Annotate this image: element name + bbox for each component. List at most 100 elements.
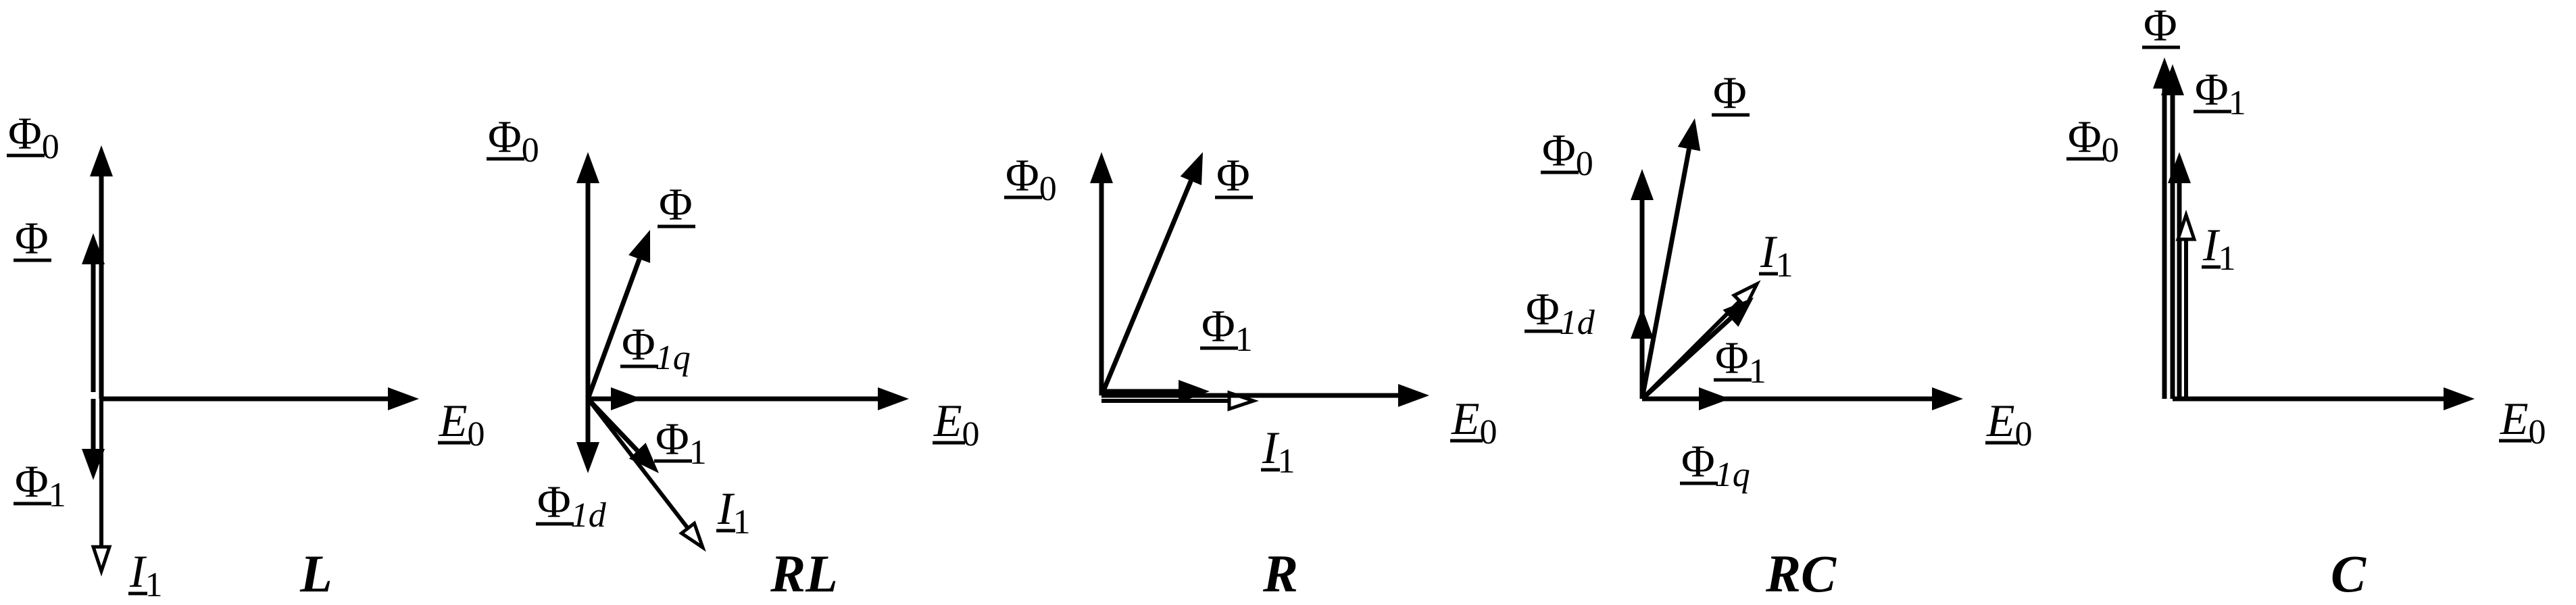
i1-vector-RL xyxy=(586,397,706,552)
svg-text:Φ: Φ xyxy=(659,178,693,230)
svg-text:Φ1d: Φ1d xyxy=(1526,283,1595,342)
label-e0-RL: E0 xyxy=(933,395,980,454)
label-phi0-RC-symbol: Φ xyxy=(1542,124,1576,176)
svg-text:Φ: Φ xyxy=(2144,0,2177,51)
label-phi0-R-symbol: Φ xyxy=(1006,149,1039,201)
svg-text:E0: E0 xyxy=(933,395,980,454)
svg-text:Φ: Φ xyxy=(1216,149,1250,201)
label-phi1q-RL: Φ1q xyxy=(620,318,691,377)
svg-text:I1: I1 xyxy=(2202,219,2236,278)
caption-C: C xyxy=(2331,544,2367,603)
label-i1-RL-subscript: 1 xyxy=(733,503,751,541)
label-phi0-R-subscript: 0 xyxy=(1039,170,1057,208)
svg-text:Φ0: Φ0 xyxy=(2068,111,2119,170)
label-phi1q-RC-subscript: 1q xyxy=(1715,456,1750,494)
label-phi1-RC: Φ1 xyxy=(1714,332,1766,391)
label-e0-R: E0 xyxy=(1450,393,1497,452)
phi1-vector-C xyxy=(2161,64,2184,399)
label-phi0-RC: Φ0 xyxy=(1541,124,1593,183)
svg-text:Φ0: Φ0 xyxy=(8,107,59,166)
label-phi-RC: Φ xyxy=(1712,67,1750,118)
svg-text:Φ1: Φ1 xyxy=(2195,64,2246,122)
label-e0-RC-subscript: 0 xyxy=(2015,415,2033,454)
label-i1-C: I1 xyxy=(2202,219,2236,278)
label-phi-L-symbol: Φ xyxy=(15,212,49,264)
phi0-vector-R xyxy=(1090,152,1113,395)
label-phi0-C-subscript: 0 xyxy=(2102,131,2119,170)
label-phi1q-RL-symbol: Φ xyxy=(622,318,655,370)
label-i1-L: I1 xyxy=(128,546,163,604)
label-e0-R-symbol: E xyxy=(1451,393,1480,444)
label-e0-C: E0 xyxy=(2499,393,2546,452)
phi0-vector-L xyxy=(90,145,113,399)
svg-text:I1: I1 xyxy=(1760,226,1793,285)
label-phi1d-RL-subscript: 1d xyxy=(571,496,607,535)
label-phi1d-RL: Φ1d xyxy=(536,476,607,535)
caption-RL: RL xyxy=(770,544,838,603)
label-phi1-RL-symbol: Φ xyxy=(655,413,689,464)
svg-text:E0: E0 xyxy=(1451,393,1497,452)
phi1d-vector-RL xyxy=(576,399,599,473)
label-phi1d-RL-symbol: Φ xyxy=(537,476,571,527)
label-phi1-C: Φ1 xyxy=(2194,64,2246,122)
svg-text:Φ1: Φ1 xyxy=(1715,332,1766,391)
phi0-vector-RL xyxy=(576,152,599,399)
label-phi0-L: Φ0 xyxy=(7,107,59,166)
label-i1-R-subscript: 1 xyxy=(1278,442,1295,481)
label-phi1-RL-subscript: 1 xyxy=(689,433,707,472)
label-phi0-R: Φ0 xyxy=(1004,149,1057,208)
svg-text:Φ1: Φ1 xyxy=(1202,300,1253,359)
label-i1-RL: I1 xyxy=(716,483,751,541)
label-phi1-L: Φ1 xyxy=(14,456,66,514)
phi-vector-L xyxy=(82,233,105,392)
label-phi-L: Φ xyxy=(14,212,51,264)
label-phi-R: Φ xyxy=(1215,149,1253,201)
label-phi-RL-symbol: Φ xyxy=(659,178,693,230)
label-phi-RL: Φ xyxy=(658,178,695,230)
label-phi0-C: Φ0 xyxy=(2066,111,2119,170)
label-phi0-L-symbol: Φ xyxy=(8,107,42,159)
label-phi1q-RC: Φ1q xyxy=(1680,435,1750,494)
i1-vector-L xyxy=(91,399,112,577)
label-i1-L-subscript: 1 xyxy=(145,566,163,604)
svg-text:Φ1d: Φ1d xyxy=(537,476,607,535)
label-phi0-RL-symbol: Φ xyxy=(488,111,522,162)
label-phi1-R-subscript: 1 xyxy=(1235,320,1253,359)
label-phi1d-RC-symbol: Φ xyxy=(1526,283,1560,335)
svg-text:Φ: Φ xyxy=(15,212,49,264)
label-phi-RC-symbol: Φ xyxy=(1713,67,1747,118)
label-e0-C-subscript: 0 xyxy=(2529,413,2546,452)
label-phi0-L-subscript: 0 xyxy=(42,128,59,166)
label-e0-RC: E0 xyxy=(1985,395,2033,454)
phi0-vector-C xyxy=(2168,152,2191,399)
svg-text:I1: I1 xyxy=(129,546,163,604)
phi-vector-RC xyxy=(1639,118,1701,400)
caption-RC: RC xyxy=(1765,544,1837,603)
label-phi1-R: Φ1 xyxy=(1200,300,1253,359)
label-e0-RL-subscript: 0 xyxy=(962,415,980,454)
e0-vector-RL xyxy=(588,387,909,410)
label-phi-R-symbol: Φ xyxy=(1216,149,1250,201)
label-phi1-L-subscript: 1 xyxy=(49,476,66,514)
label-i1-RL-symbol: I xyxy=(717,483,735,534)
phi1-vector-RC xyxy=(1640,297,1754,401)
svg-text:Φ0: Φ0 xyxy=(1542,124,1593,183)
phi1d-vector-RC xyxy=(1631,308,1654,399)
label-phi1-R-symbol: Φ xyxy=(1202,300,1235,352)
caption-R: R xyxy=(1262,544,1298,603)
label-e0-RC-symbol: E xyxy=(1986,395,2015,446)
svg-text:I1: I1 xyxy=(1262,422,1295,481)
svg-text:Φ0: Φ0 xyxy=(1006,149,1057,208)
label-e0-L: E0 xyxy=(438,395,485,454)
phi1q-vector-RC xyxy=(1642,387,1730,410)
svg-text:Φ1: Φ1 xyxy=(655,413,707,472)
svg-text:E0: E0 xyxy=(1986,395,2033,454)
phi1-vector-L xyxy=(82,399,105,480)
label-e0-C-symbol: E xyxy=(2500,393,2529,444)
svg-text:I1: I1 xyxy=(717,483,751,541)
svg-text:Φ1q: Φ1q xyxy=(1681,435,1750,494)
i1-vector-C xyxy=(2175,210,2197,399)
svg-text:Φ: Φ xyxy=(1713,67,1747,118)
label-phi1-RC-subscript: 1 xyxy=(1749,352,1766,391)
label-phi1-RL: Φ1 xyxy=(654,413,707,472)
